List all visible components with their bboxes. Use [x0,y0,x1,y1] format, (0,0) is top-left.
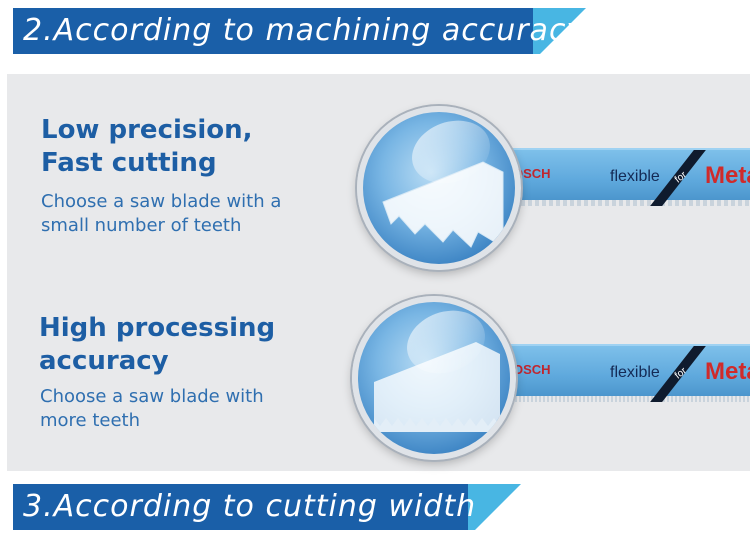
magnifier-coarse-teeth [357,106,521,270]
banner-title: 3.According to cutting width [23,489,477,524]
coarse-teeth-icon [382,161,504,248]
section-desc-low-precision: Choose a saw blade with a small number o… [41,191,282,236]
banner-accent-light [533,8,593,54]
magnifier-fine-teeth [352,296,516,460]
saw-blade-coarse: OSCH flexible for Metal [507,148,750,206]
blade-brand: OSCH [513,166,551,181]
fine-teeth-icon [374,342,500,432]
section-heading-high-accuracy: High processing accuracy [39,313,276,376]
content-panel: Low precision, Fast cutting Choose a saw… [7,74,750,471]
banner-title: 2.According to machining accuracy [23,13,586,48]
banner-accent-light [468,484,528,530]
blade-flexible-label: flexible [610,168,660,185]
blade-brand: OSCH [513,362,551,377]
blade-flexible-label: flexible [610,364,660,381]
section-desc-high-accuracy: Choose a saw blade with more teeth [40,386,264,431]
section-banner-cutting-width: 3.According to cutting width [13,484,528,530]
saw-blade-fine: OSCH flexible for Metal [507,344,750,402]
blade-teeth [507,200,750,206]
section-banner-machining-accuracy: 2.According to machining accuracy [13,8,593,54]
blade-metal-label: Metal [705,358,750,385]
section-heading-low-precision: Low precision, Fast cutting [41,115,253,178]
blade-teeth [507,396,750,402]
blade-metal-label: Metal [705,162,750,189]
